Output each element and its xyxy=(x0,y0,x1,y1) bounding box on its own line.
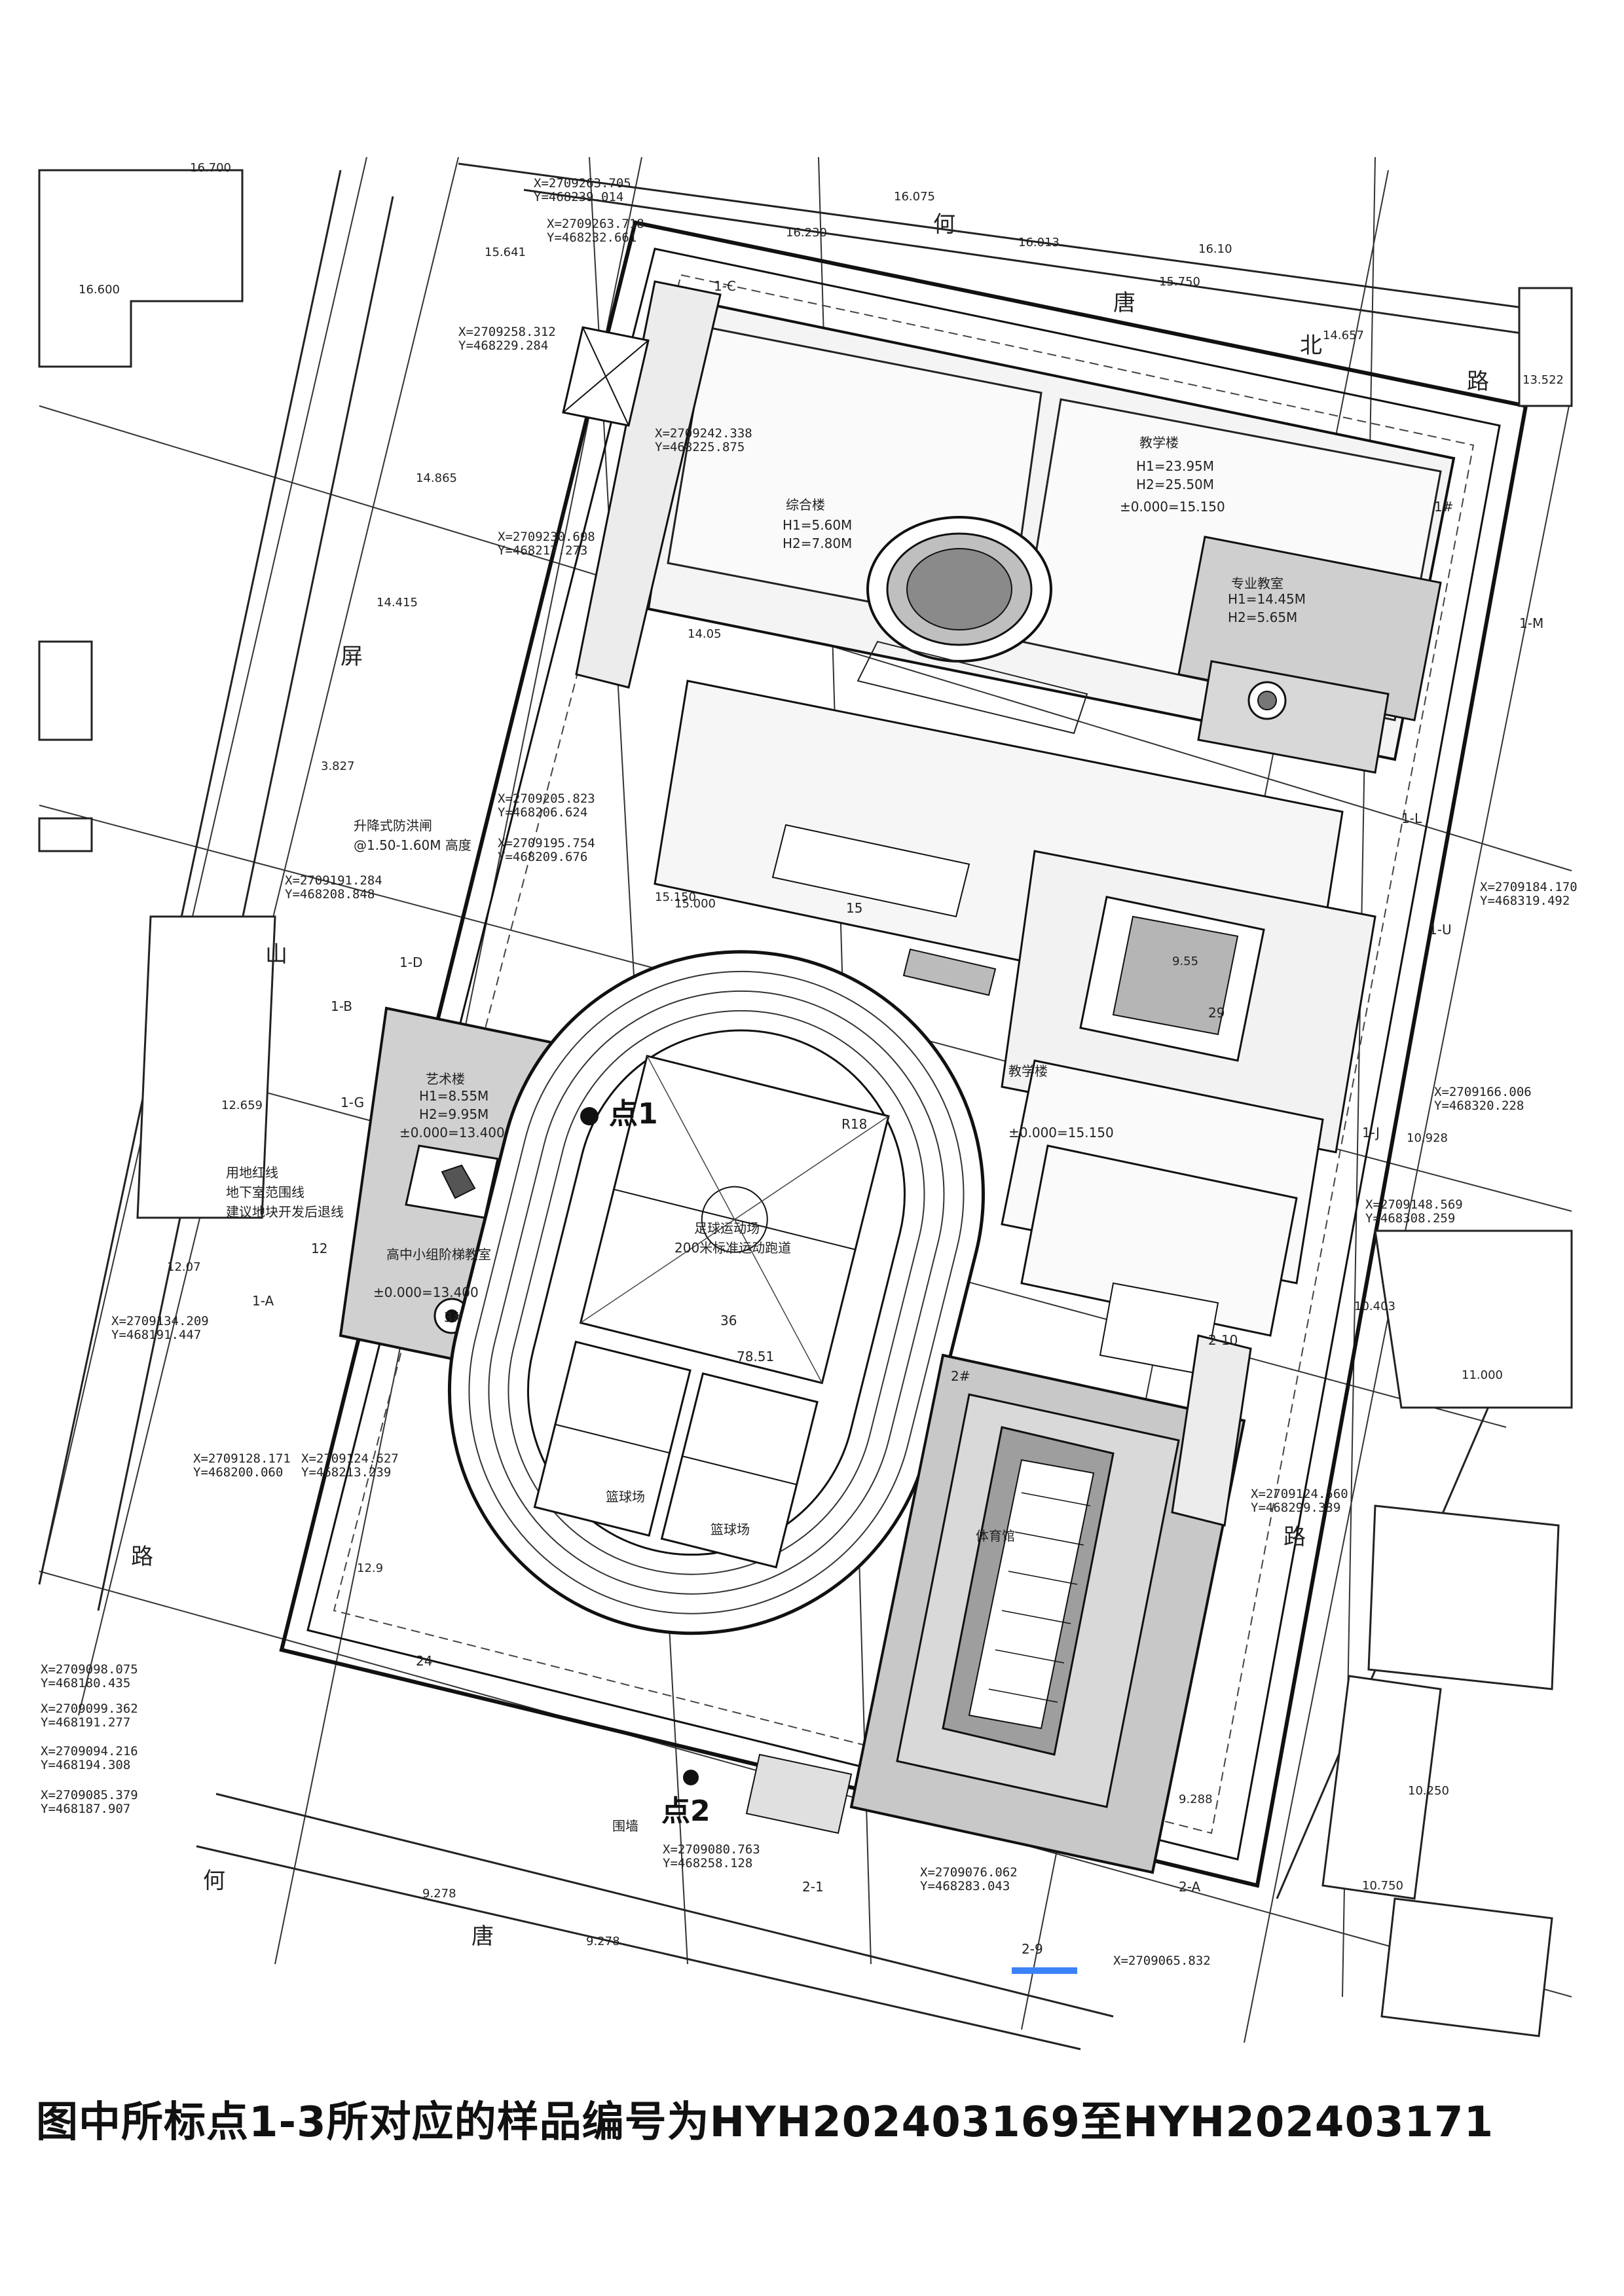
figure-caption: 图中所标点1-3所对应的样品编号为HYH202403169至HYH2024031… xyxy=(36,2098,1494,2147)
stadium-building xyxy=(745,1353,1246,1874)
neighbor-buildings xyxy=(38,169,1573,2037)
sample-point-markers xyxy=(445,1107,699,1785)
blue-mark xyxy=(1012,1967,1077,1974)
north-building-complex xyxy=(562,280,1456,774)
east-side-buildings xyxy=(1020,1144,1298,1527)
